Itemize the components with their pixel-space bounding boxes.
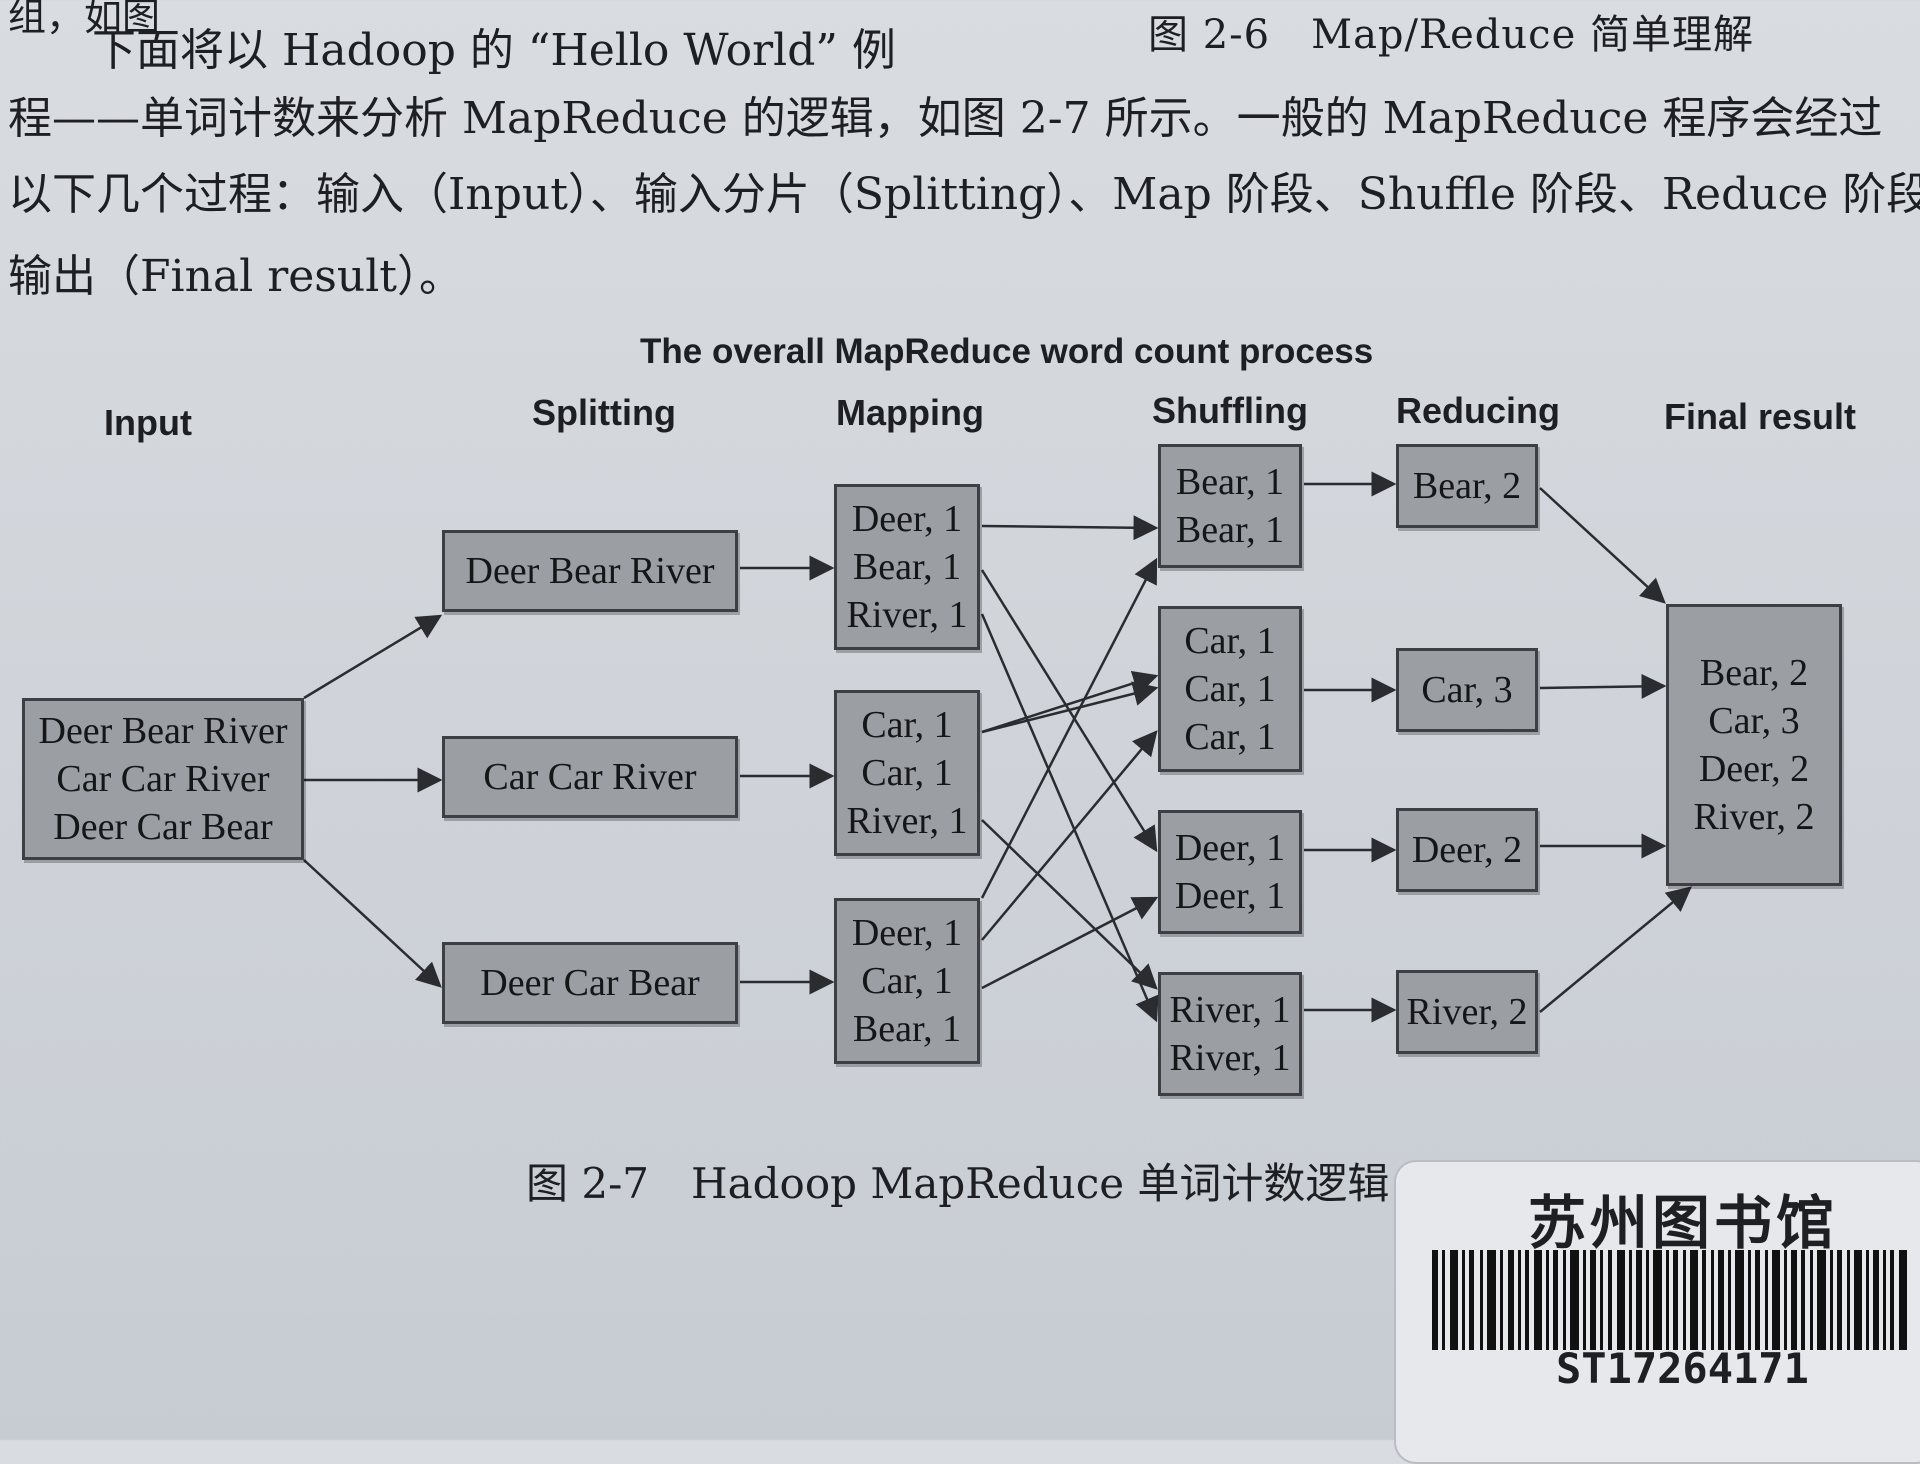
barcode-graphic	[1432, 1250, 1907, 1350]
map-pair: Deer, 1	[851, 498, 963, 540]
map-pair: Car, 1	[861, 704, 953, 746]
stage-label-shuffling: Shuffling	[1152, 390, 1308, 431]
split-box-3: Deer Car Bear	[442, 942, 738, 1024]
figure-2-6-caption: 图 2-6 Map/Reduce 简单理解	[1148, 12, 1754, 58]
final-pair: Car, 3	[1708, 700, 1800, 742]
input-line: Car Car River	[56, 758, 270, 800]
shuffle-pair: River, 1	[1169, 1037, 1291, 1079]
barcode-number: ST17264171	[1556, 1344, 1809, 1393]
map-pair: Car, 1	[861, 752, 953, 794]
arrow-map2-car-b	[981, 681, 1159, 734]
reduce-pair: Car, 3	[1421, 669, 1513, 711]
reduce-pair: Deer, 2	[1411, 829, 1523, 871]
input-line: Deer Bear River	[38, 710, 288, 752]
arrow-map1-bear	[981, 515, 1159, 541]
reduce-box-river: River, 2	[1396, 970, 1538, 1054]
map-box-2: Car, 1 Car, 1 River, 1	[834, 690, 980, 856]
shuffle-pair: Car, 1	[1184, 716, 1276, 758]
input-line: Deer Car Bear	[53, 806, 273, 848]
map-pair: Car, 1	[861, 960, 953, 1002]
map-pair: Deer, 1	[851, 912, 963, 954]
arrow-input-split1	[303, 614, 443, 700]
reduce-pair: Bear, 2	[1412, 465, 1522, 507]
mapreduce-diagram: The overall MapReduce word count process…	[0, 320, 1920, 1180]
shuffle-box-car: Car, 1 Car, 1 Car, 1	[1158, 606, 1302, 772]
library-name: 苏州图书馆	[1528, 1189, 1839, 1257]
final-pair: Deer, 2	[1698, 748, 1810, 790]
map-pair: Bear, 1	[852, 1008, 962, 1050]
shuffle-pair: River, 1	[1169, 989, 1291, 1031]
figure-2-7-caption: 图 2-7 Hadoop MapReduce 单词计数逻辑	[526, 1159, 1390, 1208]
stage-label-reducing: Reducing	[1396, 390, 1561, 431]
arrow-map3-deer	[980, 557, 1158, 899]
arrow-red-car-final	[1539, 673, 1667, 699]
reduce-box-deer: Deer, 2	[1396, 808, 1538, 892]
shuffle-pair: Car, 1	[1184, 668, 1276, 710]
stage-label-splitting: Splitting	[532, 392, 676, 433]
reduce-box-car: Car, 3	[1396, 648, 1538, 732]
paragraph-line-2: 程——单词计数来分析 MapReduce 的逻辑，如图 2-7 所示。一般的 M…	[8, 93, 1883, 144]
library-barcode-sticker: 苏州图书馆	[1394, 1160, 1920, 1464]
corner-text: 组，如图	[8, 0, 161, 39]
input-box: Deer Bear River Car Car River Deer Car B…	[22, 698, 304, 860]
arrow-map1-river	[980, 613, 1159, 1023]
arrow-map3-car	[981, 730, 1158, 941]
map-box-3: Deer, 1 Car, 1 Bear, 1	[834, 898, 980, 1064]
final-result-box: Bear, 2 Car, 3 Deer, 2 River, 2	[1666, 604, 1842, 886]
reduce-box-bear: Bear, 2	[1396, 444, 1538, 528]
shuffle-pair: Bear, 1	[1175, 509, 1285, 551]
shuffle-pair: Car, 1	[1184, 620, 1276, 662]
shuffle-box-deer: Deer, 1 Deer, 1	[1158, 810, 1302, 934]
arrow-input-split3	[303, 859, 442, 988]
stage-label-final-result: Final result	[1664, 396, 1857, 437]
arrow-red-river-final	[1539, 886, 1692, 1013]
paragraph-line-1: 下面将以 Hadoop 的 “Hello World” 例	[92, 25, 896, 76]
shuffle-pair: Deer, 1	[1174, 827, 1286, 869]
final-pair: River, 2	[1693, 796, 1815, 838]
split-box-1: Deer Bear River	[442, 530, 738, 612]
arrow-red-bear-final	[1539, 487, 1666, 604]
arrow-map2-car-a	[981, 670, 1159, 734]
arrow-map2-river	[981, 819, 1158, 990]
diagram-arrows	[303, 471, 1692, 1023]
stage-label-mapping: Mapping	[836, 392, 984, 433]
split-text: Deer Bear River	[465, 550, 715, 592]
map-pair: Bear, 1	[852, 546, 962, 588]
split-text: Car Car River	[483, 756, 697, 798]
map-pair: River, 1	[846, 800, 968, 842]
paragraph-line-3: 以下几个过程：输入（Input）、输入分片（Splitting）、Map 阶段、…	[8, 169, 1920, 220]
arrow-map3-bear	[981, 896, 1159, 990]
diagram-title: The overall MapReduce word count process	[640, 332, 1374, 371]
split-box-2: Car Car River	[442, 736, 738, 818]
split-text: Deer Car Bear	[480, 962, 700, 1004]
map-box-1: Deer, 1 Bear, 1 River, 1	[834, 484, 980, 650]
paragraph-line-4: 输出（Final result）。	[8, 251, 463, 302]
map-pair: River, 1	[846, 594, 968, 636]
shuffle-box-bear: Bear, 1 Bear, 1	[1158, 444, 1302, 568]
final-pair: Bear, 2	[1699, 652, 1809, 694]
shuffle-pair: Deer, 1	[1174, 875, 1286, 917]
stage-label-input: Input	[104, 402, 192, 443]
shuffle-pair: Bear, 1	[1175, 461, 1285, 503]
reduce-pair: River, 2	[1406, 991, 1528, 1033]
shuffle-box-river: River, 1 River, 1	[1158, 972, 1302, 1096]
